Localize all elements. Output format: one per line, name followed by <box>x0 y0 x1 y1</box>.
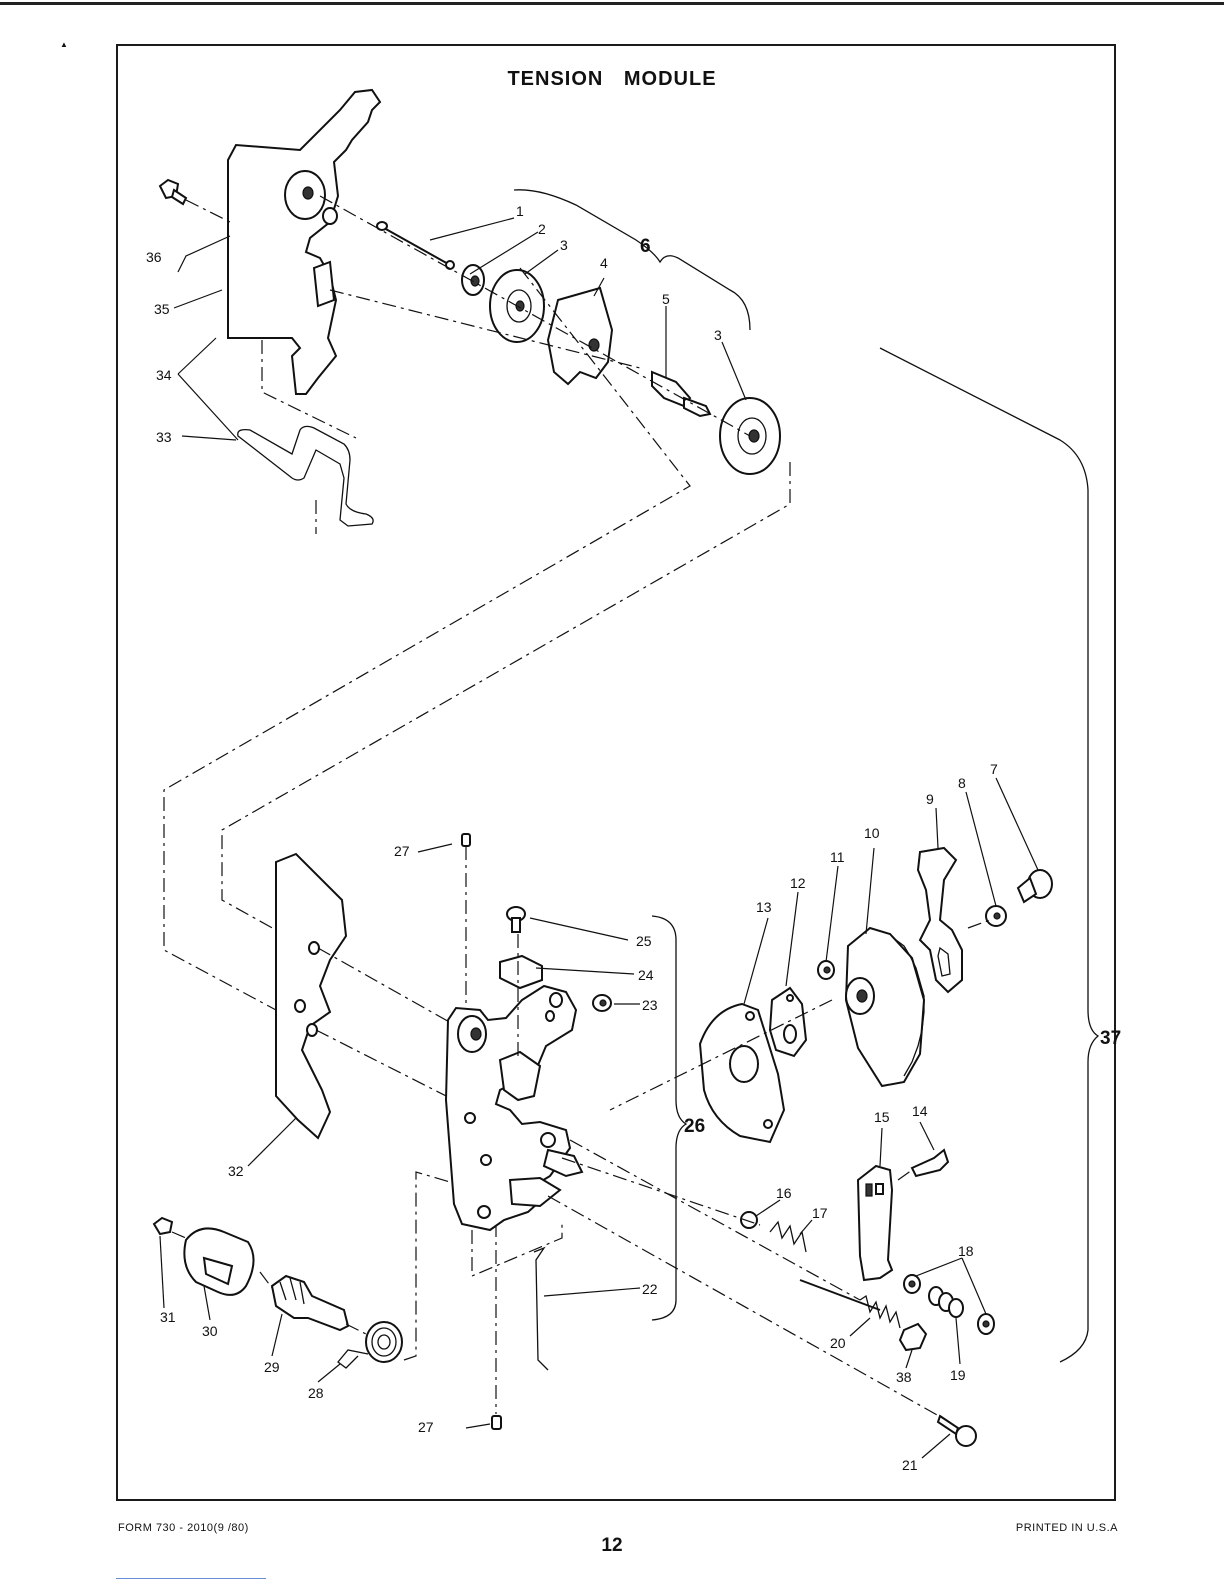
screw-25 <box>507 907 525 932</box>
bracket-plate-35 <box>228 90 380 394</box>
callout-28: 28 <box>308 1385 324 1401</box>
thumb-screw-7 <box>1018 870 1052 902</box>
callout-26: 26 <box>684 1116 705 1137</box>
bracket-hole-35-b <box>323 208 337 224</box>
callout-38: 38 <box>896 1369 912 1385</box>
callout-5: 5 <box>662 291 670 307</box>
callout-3a: 3 <box>560 237 568 253</box>
callout-30: 30 <box>202 1323 218 1339</box>
clip-24 <box>500 956 542 988</box>
callout-18: 18 <box>958 1243 974 1259</box>
callout-35: 35 <box>154 301 170 317</box>
nut-11 <box>818 961 834 979</box>
callout-32: 32 <box>228 1163 244 1179</box>
hex-nut-38 <box>900 1324 926 1350</box>
rod-22 <box>534 1248 548 1370</box>
callout-19: 19 <box>950 1367 966 1383</box>
bracket-hole-35-inner <box>303 187 313 199</box>
callout-33: 33 <box>156 429 172 445</box>
tension-plate-4 <box>548 288 612 384</box>
spring-33 <box>238 426 373 526</box>
callout-25: 25 <box>636 933 652 949</box>
callout-8: 8 <box>958 775 966 791</box>
callout-17: 17 <box>812 1205 828 1221</box>
callout-31: 31 <box>160 1309 176 1325</box>
screw-36 <box>160 180 186 204</box>
callout-34: 34 <box>156 367 172 383</box>
set-screw-27-top <box>462 834 470 846</box>
washer-2 <box>462 265 484 295</box>
callout-21: 21 <box>902 1457 918 1473</box>
screw-21 <box>938 1416 976 1446</box>
torsion-spring-28 <box>338 1322 402 1368</box>
brace-6 <box>514 190 750 330</box>
callout-16: 16 <box>776 1185 792 1201</box>
callout-14: 14 <box>912 1103 928 1119</box>
callout-11: 11 <box>830 849 845 865</box>
printed-in: PRINTED IN U.S.A <box>1016 1522 1118 1534</box>
callout-2: 2 <box>538 221 546 237</box>
bracket-tab-35 <box>314 262 334 306</box>
callout-20: 20 <box>830 1335 846 1351</box>
page-number: 12 <box>0 1535 1224 1557</box>
callout-15: 15 <box>874 1109 890 1125</box>
callout-13: 13 <box>756 899 772 915</box>
callout-29: 29 <box>264 1359 280 1375</box>
callout-22: 22 <box>642 1281 658 1297</box>
set-screw-27-bottom <box>492 1416 501 1429</box>
callout-37: 37 <box>1100 1028 1121 1049</box>
gear-shaft-29 <box>272 1276 348 1330</box>
lever-9 <box>918 848 962 992</box>
washer-8 <box>986 906 1006 926</box>
callout-10: 10 <box>864 825 880 841</box>
callout-12: 12 <box>790 875 806 891</box>
callout-9: 9 <box>926 791 934 807</box>
shaft-1 <box>377 222 454 269</box>
callout-23: 23 <box>642 997 658 1013</box>
washer-18b <box>978 1314 994 1334</box>
callout-24: 24 <box>638 967 654 983</box>
callout-27-top: 27 <box>394 843 410 859</box>
brace-37 <box>880 348 1098 1362</box>
callout-4: 4 <box>600 255 608 271</box>
screw-31 <box>154 1218 172 1234</box>
callout-3b: 3 <box>714 327 722 343</box>
callout-6: 6 <box>640 236 651 257</box>
callout-7: 7 <box>990 761 998 777</box>
washer-23 <box>593 995 611 1011</box>
spring-19 <box>929 1287 963 1317</box>
underline-mark <box>116 1578 266 1579</box>
callout-27-bottom: 27 <box>418 1419 434 1435</box>
washer-18a <box>904 1275 920 1293</box>
brace-26 <box>652 916 686 1320</box>
spring-17 <box>770 1222 806 1252</box>
threaded-stud-20 <box>800 1280 900 1328</box>
spacer-plate-32 <box>276 854 346 1138</box>
pin-14 <box>912 1150 948 1176</box>
form-number: FORM 730 - 2010(9 /80) <box>118 1522 249 1534</box>
callout-1: 1 <box>516 203 524 219</box>
tension-dial-10 <box>846 928 924 1086</box>
callout-36: 36 <box>146 249 162 265</box>
